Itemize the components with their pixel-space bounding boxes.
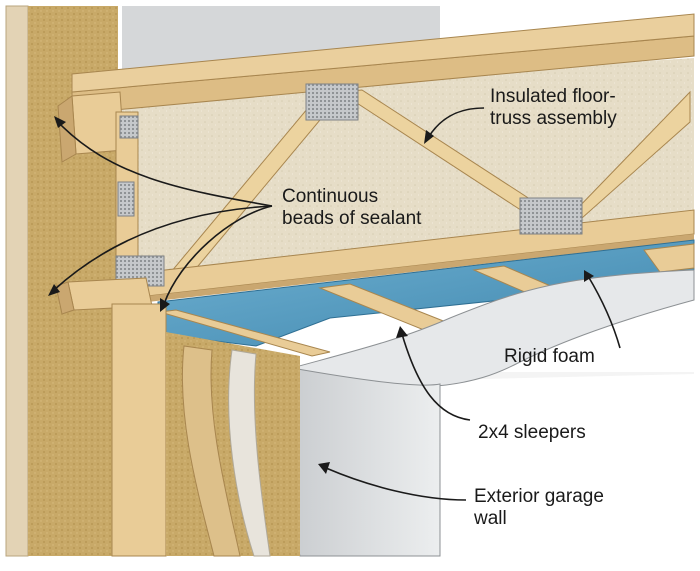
gusset-plates xyxy=(115,83,583,287)
sealant-leader-1 xyxy=(57,121,273,207)
arrowheads xyxy=(48,116,594,474)
truss-leader xyxy=(427,107,485,139)
lower-wall-framing xyxy=(111,303,300,557)
top-plate xyxy=(57,91,125,163)
foam-leader xyxy=(587,275,621,349)
label-truss-line-2: truss assembly xyxy=(490,108,617,129)
lower-plate xyxy=(55,277,153,315)
label-truss-line-1: Insulated floor- xyxy=(490,86,616,107)
label-truss: Insulated floor- truss assembly xyxy=(490,86,617,130)
label-garage-wall: Exterior garage wall xyxy=(474,486,604,530)
floor-sheathing xyxy=(71,13,695,115)
label-sealant-line-2: beads of sealant xyxy=(282,208,422,229)
label-garage-line-1: Exterior garage xyxy=(474,486,604,507)
sealant-leader-2 xyxy=(53,205,273,291)
ceiling-drywall xyxy=(291,269,695,389)
garage-wall-panel xyxy=(286,367,441,557)
sleepers-leader xyxy=(401,333,471,421)
label-sealant: Continuous beads of sealant xyxy=(282,186,421,230)
garage-leader xyxy=(325,467,467,501)
label-garage-line-2: wall xyxy=(474,508,507,529)
label-rigid-foam: Rigid foam xyxy=(504,346,595,367)
sealant-leader-3 xyxy=(163,205,273,305)
label-sleepers: 2x4 sleepers xyxy=(478,422,586,443)
label-sealant-line-1: Continuous xyxy=(282,186,379,207)
leader-lines xyxy=(53,107,621,501)
